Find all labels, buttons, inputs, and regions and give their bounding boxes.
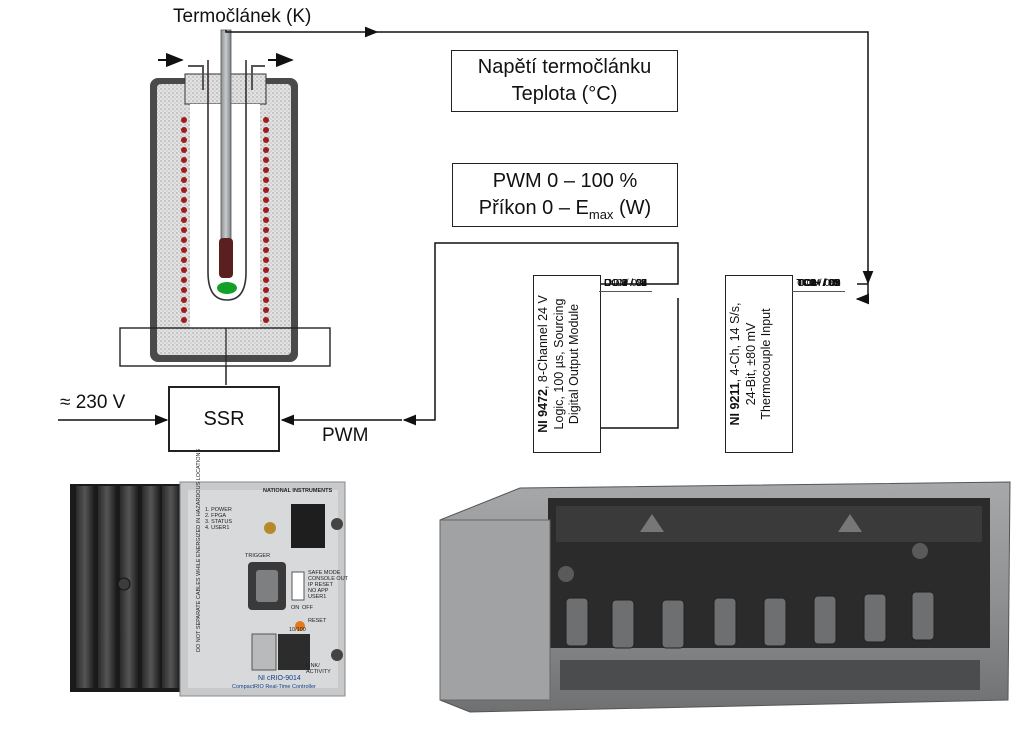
led-label-list: 1. POWER 2. FPGA 3. STATUS 4. USER1 bbox=[205, 507, 232, 531]
switch-no-app: NO APP bbox=[308, 588, 329, 594]
switch-on-label: ON bbox=[291, 605, 300, 611]
pwm-box-line-1: PWM 0 – 100 % bbox=[492, 170, 638, 192]
dip-switch-labels: SAFE MODE CONSOLE OUT IP RESET NO APP US… bbox=[308, 570, 348, 600]
com-wire bbox=[600, 298, 679, 429]
controller-model-label: NI cRIO-9014 bbox=[258, 675, 301, 682]
ni-9211-desc-2: 24-Bit, ±80 mV bbox=[743, 322, 758, 406]
thermocouple-wire bbox=[225, 26, 379, 38]
heating-coil-left bbox=[181, 117, 187, 323]
led-label-power: 1. POWER bbox=[205, 507, 232, 513]
ni-9472-desc-3: Digital Output Module bbox=[567, 303, 581, 425]
crio-chassis-photo bbox=[439, 481, 1011, 713]
thermocouple-sheath bbox=[220, 29, 232, 271]
ni-9472-name: NI 9472 bbox=[536, 389, 550, 433]
switch-off-label: OFF bbox=[302, 605, 313, 611]
sample bbox=[217, 282, 237, 294]
switch-user1: USER1 bbox=[308, 594, 327, 600]
ni-9211-module bbox=[725, 275, 793, 453]
switch-console-out: CONSOLE OUT bbox=[308, 576, 349, 582]
pwm-box-line-2: Příkon 0 – Emax (W) bbox=[453, 195, 677, 228]
ni-9211-desc-1: , 4-Ch, 14 S/s, bbox=[728, 302, 742, 383]
ethernet-link-label: LINK/ ACTIVITY bbox=[306, 663, 331, 675]
thermocouple-label: Termočlánek (K) bbox=[173, 6, 312, 27]
ni-9472-module bbox=[533, 275, 601, 453]
pwm-wire bbox=[402, 242, 679, 426]
pin-com: COM / 09 bbox=[599, 276, 652, 292]
ni-9211-desc-3: Thermocouple Input bbox=[759, 308, 773, 420]
ssr-label: SSR bbox=[203, 408, 245, 430]
power-prefix: Příkon 0 – E bbox=[478, 197, 589, 219]
measurement-line-2: Teplota (°C) bbox=[511, 83, 618, 105]
pwm-label: PWM bbox=[322, 425, 369, 446]
mains-voltage-label: ≈ 230 V bbox=[60, 392, 126, 413]
power-suffix: (W) bbox=[613, 197, 652, 219]
sample-tube bbox=[207, 60, 247, 301]
switch-safe-mode: SAFE MODE bbox=[308, 570, 341, 576]
led-label-fpga: 2. FPGA bbox=[205, 513, 227, 519]
hazard-warning-label: DO NOT SEPARATE CABLES WHILE ENERGIZED I… bbox=[196, 448, 202, 652]
measurement-box: Napětí termočlánku Teplota (°C) bbox=[451, 50, 678, 112]
thermocouple-wire-2 bbox=[377, 31, 869, 284]
ni-9472-desc-1: , 8-Channel 24 V bbox=[536, 295, 550, 390]
ni-9472-desc-2: Logic, 100 µs, Sourcing bbox=[551, 298, 566, 430]
ni-9211-description: NI 9211, 4-Ch, 14 S/s, 24-Bit, ±80 mV Th… bbox=[728, 276, 775, 452]
gas-outlet-pipe bbox=[251, 65, 265, 90]
trigger-label: TRIGGER bbox=[245, 553, 271, 559]
pwm-box: PWM 0 – 100 % Příkon 0 – Emax (W) bbox=[452, 163, 678, 227]
controller-subtitle-label: CompactRIO Real-Time Controller bbox=[232, 684, 316, 690]
measurement-line-1: Napětí termočlánku bbox=[477, 56, 652, 78]
crio-controller-photo bbox=[70, 481, 346, 697]
heating-coil-right bbox=[263, 117, 269, 323]
gas-inlet-pipe bbox=[188, 65, 204, 90]
furnace bbox=[119, 29, 331, 385]
thermocouple-tip bbox=[219, 238, 233, 278]
power-subscript: max bbox=[588, 207, 614, 222]
led-label-user1: 4. USER1 bbox=[205, 525, 230, 531]
ssr-box: SSR bbox=[168, 386, 280, 452]
ni-9472-description: NI 9472, 8-Channel 24 V Logic, 100 µs, S… bbox=[536, 276, 583, 452]
ni-brand-label: NATIONAL INSTRUMENTS bbox=[263, 488, 333, 494]
pin-com-9211: COM / 09 bbox=[792, 276, 845, 292]
ethernet-speed-label: 10/100 bbox=[289, 627, 306, 633]
reset-label: RESET bbox=[308, 618, 327, 624]
led-label-status: 3. STATUS bbox=[205, 519, 232, 525]
furnace-base bbox=[119, 327, 331, 367]
switch-ip-reset: IP RESET bbox=[308, 582, 333, 588]
ni-9211-name: NI 9211 bbox=[728, 382, 742, 426]
